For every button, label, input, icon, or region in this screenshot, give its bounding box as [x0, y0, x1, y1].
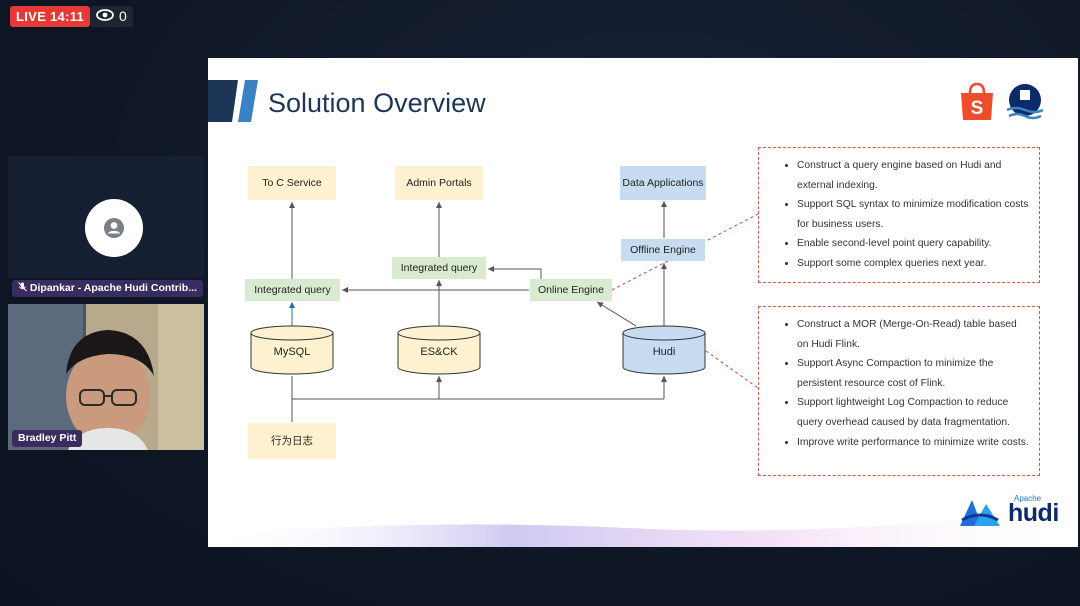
admin-portals-box: Admin Portals — [395, 166, 483, 200]
online-engine-box: Online Engine — [530, 279, 612, 301]
viewer-count-badge: 0 — [90, 6, 133, 27]
integrated-query-box: Integrated query — [392, 257, 486, 279]
participant-name-tag: Dipankar - Apache Hudi Contrib... — [12, 280, 203, 297]
database-cylinder-icon — [622, 325, 706, 375]
query-engine-notes: Construct a query engine based on Hudi a… — [758, 147, 1040, 283]
integrated-query-box: Integrated query — [245, 279, 340, 301]
svg-text:S: S — [971, 98, 984, 119]
behavior-log-box: 行为日志 — [248, 423, 336, 459]
database-cylinder-icon — [397, 325, 481, 375]
logo-text-small: Apache — [1014, 494, 1042, 503]
shopee-logo-icon: S — [961, 82, 993, 120]
note-item: Support lightweight Log Compaction to re… — [797, 393, 1029, 432]
hudi-community-logo-icon — [1006, 84, 1044, 120]
decorative-wave — [208, 508, 1078, 547]
mic-muted-icon — [18, 282, 30, 294]
architecture-connectors — [289, 201, 759, 422]
mysql-database: MySQL — [250, 325, 334, 375]
offline-engine-box: Offline Engine — [621, 239, 705, 261]
note-item: Support SQL syntax to minimize modificat… — [797, 195, 1029, 234]
note-item: Construct a query engine based on Hudi a… — [797, 156, 1029, 195]
user-icon — [104, 218, 124, 238]
participant-tile-camera[interactable] — [8, 304, 204, 450]
apache-hudi-logo: Apache hudi — [958, 494, 1070, 530]
slide-title: Solution Overview — [268, 88, 486, 118]
logo-text: hudi — [1008, 499, 1059, 527]
viewer-count: 0 — [119, 8, 127, 24]
eye-icon — [96, 6, 114, 27]
note-item: Improve write performance to minimize wr… — [797, 433, 1029, 453]
presentation-slide: Solution Overview S — [208, 58, 1078, 547]
hudi-logo-icon — [960, 500, 1000, 526]
avatar — [85, 199, 143, 257]
database-cylinder-icon — [250, 325, 334, 375]
participant-name-tag: Bradley Pitt — [12, 430, 83, 447]
hudi-flink-notes: Construct a MOR (Merge-On-Read) table ba… — [758, 306, 1040, 476]
hudi-database: Hudi — [622, 325, 706, 375]
note-item: Support Async Compaction to minimize the… — [797, 354, 1029, 393]
data-applications-box: Data Applications — [620, 166, 706, 200]
esck-database: ES&CK — [397, 325, 481, 375]
note-item: Enable second-level point query capabili… — [797, 234, 1029, 254]
to-c-service-box: To C Service — [248, 166, 336, 200]
participant-tile-avatar[interactable] — [8, 156, 204, 278]
live-badge: LIVE 14:11 — [10, 6, 91, 27]
note-item: Construct a MOR (Merge-On-Read) table ba… — [797, 315, 1029, 354]
webcam-video — [8, 304, 204, 450]
note-item: Support some complex queries next year. — [797, 254, 1029, 274]
title-accent-bars — [208, 80, 258, 122]
